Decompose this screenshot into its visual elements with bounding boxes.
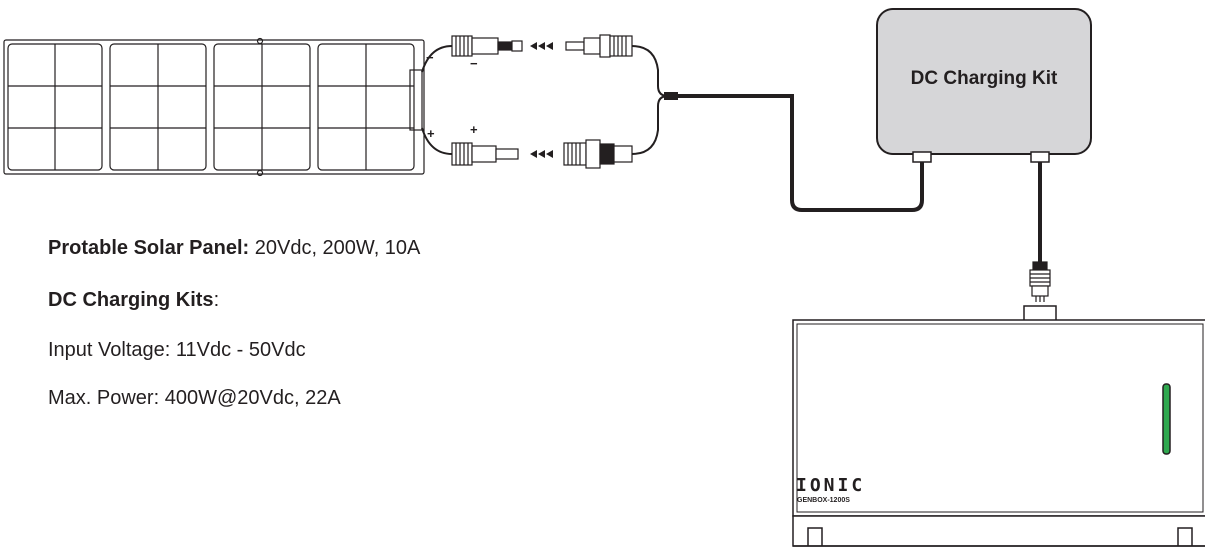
junction-box — [409, 69, 423, 131]
kits-heading-colon: : — [213, 289, 220, 311]
max-power-spec: Max. Power: 400W@20Vdc, 22A — [48, 387, 341, 409]
brand-logo: IONIC — [796, 475, 866, 496]
arrows-bottom — [530, 150, 553, 158]
panel-leads — [421, 45, 453, 155]
panel-spec: Protable Solar Panel: 20Vdc, 200W, 10A — [48, 236, 420, 260]
battery-plug — [1029, 261, 1051, 302]
model-label: GENBOX-1200S — [797, 497, 850, 504]
solar-panel-section-1 — [7, 43, 103, 171]
power-station — [792, 305, 1205, 547]
panel-spec-value: 20Vdc, 200W, 10A — [249, 237, 421, 259]
plus-sign-panel: + — [427, 126, 435, 141]
dc-charging-kit-box — [876, 8, 1092, 155]
minus-sign-connector: − — [470, 56, 478, 71]
mc4-connector-bottom-left — [451, 142, 519, 166]
panel-spec-label: Protable Solar Panel: — [48, 237, 250, 259]
y-cable-joint — [664, 92, 678, 100]
minus-sign-panel: − — [426, 50, 434, 65]
kits-heading-label: DC Charging Kits — [48, 289, 214, 311]
arrows-top — [530, 42, 553, 50]
cable-to-dc-kit — [678, 94, 924, 212]
mc4-connector-bottom-right — [563, 139, 633, 169]
mc4-connector-top-right — [565, 34, 633, 58]
kits-heading: DC Charging Kits: — [48, 288, 219, 312]
plus-sign-connector: + — [470, 122, 478, 137]
solar-panel — [3, 37, 425, 177]
status-indicator — [1162, 383, 1171, 455]
y-cable — [631, 45, 669, 155]
mc4-connector-top-left — [451, 35, 523, 57]
input-voltage-spec: Input Voltage: 11Vdc - 50Vdc — [48, 339, 306, 361]
solar-panel-section-3 — [213, 43, 311, 171]
solar-panel-section-4 — [317, 43, 415, 171]
dc-kit-label: DC Charging Kit — [910, 68, 1058, 89]
solar-panel-section-2 — [109, 43, 207, 171]
